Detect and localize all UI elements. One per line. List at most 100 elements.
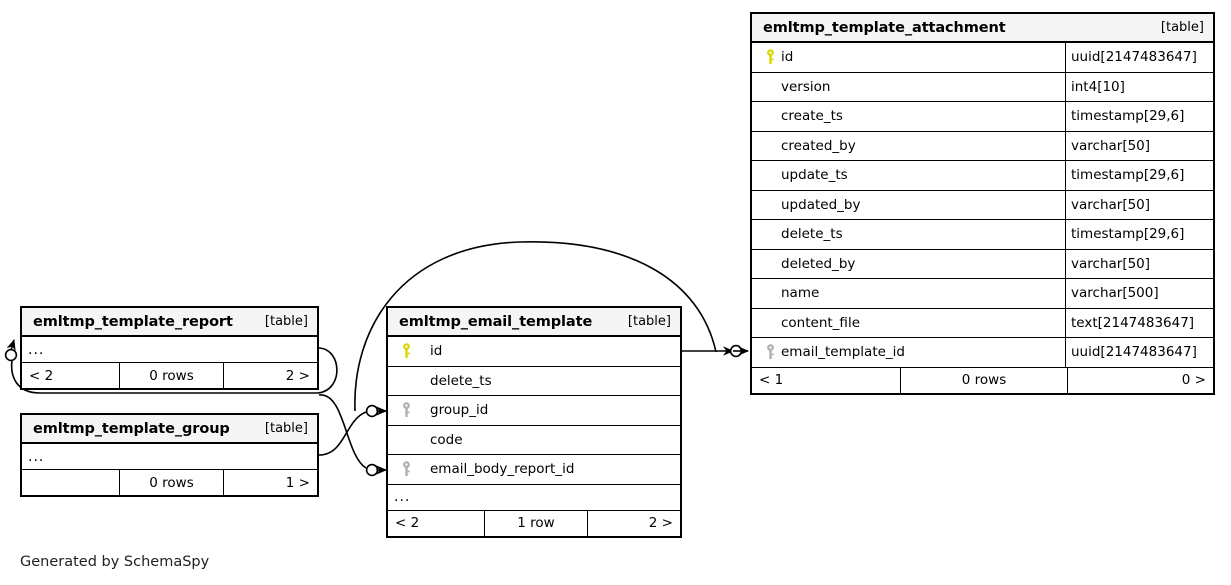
column-label: updated_by — [781, 196, 861, 213]
table-row[interactable]: delete_ts — [388, 366, 680, 396]
table-footer: < 2 1 row 2 > — [388, 510, 680, 536]
column-label: email_body_report_id — [430, 461, 575, 478]
table-emltmp-template-attachment[interactable]: emltmp_template_attachment [table] id uu… — [750, 12, 1215, 395]
column-name-cell: name — [752, 279, 1065, 308]
column-type: uuid[2147483647] — [1065, 43, 1213, 72]
foreign-key-icon — [395, 461, 417, 477]
more-columns-indicator: ... — [22, 337, 317, 363]
table-name: emltmp_template_group — [33, 420, 230, 437]
table-row[interactable]: update_ts timestamp[29,6] — [752, 161, 1213, 191]
column-label: name — [781, 285, 820, 302]
column-name-cell: email_body_report_id — [388, 455, 680, 484]
primary-key-icon — [395, 343, 417, 359]
column-type: varchar[50] — [1065, 131, 1213, 160]
column-name-cell: updated_by — [752, 191, 1065, 220]
table-title-bar: emltmp_template_group [table] — [22, 415, 317, 444]
table-emltmp-template-report[interactable]: emltmp_template_report [table] ... < 2 0… — [20, 306, 319, 390]
footer-prev-count[interactable]: < 1 — [759, 372, 784, 388]
column-label: created_by — [781, 137, 856, 154]
table-row[interactable]: id uuid[2147483647] — [752, 43, 1213, 73]
table-row[interactable]: version int4[10] — [752, 72, 1213, 102]
footer-prev-count[interactable]: < 2 — [395, 515, 420, 531]
column-label: code — [430, 431, 463, 448]
column-label: create_ts — [781, 108, 843, 125]
table-title-bar: emltmp_template_report [table] — [22, 308, 317, 337]
table-row[interactable]: name varchar[500] — [752, 279, 1213, 309]
table-row[interactable]: id — [388, 337, 680, 367]
table-emltmp-email-template[interactable]: emltmp_email_template [table] id delete_… — [386, 306, 682, 538]
column-name-cell: group_id — [388, 396, 680, 425]
table-row[interactable]: group_id — [388, 396, 680, 426]
table-columns: ... — [22, 337, 317, 363]
footer-row-count: 0 rows — [900, 367, 1068, 393]
table-kind-label: [table] — [627, 314, 671, 329]
column-name-cell: delete_ts — [752, 220, 1065, 249]
column-label: update_ts — [781, 167, 848, 184]
column-name-cell: code — [388, 426, 680, 455]
column-type: varchar[50] — [1065, 190, 1213, 219]
table-row[interactable]: create_ts timestamp[29,6] — [752, 102, 1213, 132]
footer-row-count: 0 rows — [119, 470, 224, 495]
table-row[interactable]: content_file text[2147483647] — [752, 308, 1213, 338]
column-name-cell: created_by — [752, 132, 1065, 161]
column-type: timestamp[29,6] — [1065, 161, 1213, 190]
column-name-cell: update_ts — [752, 161, 1065, 190]
table-name: emltmp_template_report — [33, 313, 233, 330]
table-footer: < 2 0 rows 2 > — [22, 363, 317, 388]
column-name-cell: deleted_by — [752, 250, 1065, 279]
footer-next-count[interactable]: 2 > — [648, 515, 673, 531]
table-row[interactable]: delete_ts timestamp[29,6] — [752, 220, 1213, 250]
footer-next-count[interactable]: 2 > — [285, 367, 310, 384]
footer-row-count: 1 row — [484, 510, 588, 536]
column-label: email_template_id — [781, 344, 905, 361]
table-emltmp-template-group[interactable]: emltmp_template_group [table] ... 0 rows… — [20, 413, 319, 497]
table-columns: id delete_ts group_id — [388, 337, 680, 511]
footer-row-count: 0 rows — [119, 363, 224, 388]
column-type: timestamp[29,6] — [1065, 102, 1213, 131]
column-name-cell: id — [388, 337, 680, 366]
column-type: text[2147483647] — [1065, 308, 1213, 337]
column-label: delete_ts — [781, 226, 843, 243]
table-row[interactable]: code — [388, 425, 680, 455]
table-kind-label: [table] — [264, 421, 308, 436]
column-type: varchar[500] — [1065, 279, 1213, 308]
column-name-cell: version — [752, 73, 1065, 102]
column-label: group_id — [430, 402, 489, 419]
table-footer: 0 rows 1 > — [22, 470, 317, 495]
table-name: emltmp_email_template — [399, 313, 593, 330]
column-type: varchar[50] — [1065, 249, 1213, 278]
table-columns: ... — [22, 444, 317, 470]
edge-email-template-to-attachment — [682, 344, 749, 358]
generated-by-label: Generated by SchemaSpy — [20, 554, 210, 570]
column-label: delete_ts — [430, 372, 492, 389]
table-title-bar: emltmp_template_attachment [table] — [752, 14, 1213, 43]
foreign-key-icon — [395, 402, 417, 418]
table-row[interactable]: created_by varchar[50] — [752, 131, 1213, 161]
footer-prev-count[interactable]: < 2 — [29, 367, 54, 384]
column-name-cell: delete_ts — [388, 367, 680, 396]
column-name-cell: email_template_id — [752, 338, 1065, 367]
column-type: int4[10] — [1065, 72, 1213, 101]
table-row[interactable]: deleted_by varchar[50] — [752, 249, 1213, 279]
column-type: timestamp[29,6] — [1065, 220, 1213, 249]
table-name: emltmp_template_attachment — [763, 19, 1006, 36]
foreign-key-icon — [759, 344, 781, 360]
column-name-cell: id — [752, 43, 1065, 72]
edge-template-group-to-email-template — [318, 404, 387, 456]
footer-next-count[interactable]: 1 > — [285, 474, 310, 491]
more-columns-indicator: ... — [388, 485, 680, 511]
column-label: content_file — [781, 314, 860, 331]
table-row[interactable]: email_template_id uuid[2147483647] — [752, 338, 1213, 368]
column-label: id — [430, 343, 443, 360]
footer-prev-count[interactable] — [22, 470, 119, 495]
table-row[interactable]: email_body_report_id — [388, 455, 680, 485]
table-columns: id uuid[2147483647] version int4[10] cre… — [752, 43, 1213, 368]
table-row[interactable]: updated_by varchar[50] — [752, 190, 1213, 220]
column-label: id — [781, 49, 794, 66]
table-kind-label: [table] — [264, 314, 308, 329]
primary-key-icon — [759, 49, 781, 65]
edge-template-report-to-email-template — [318, 394, 387, 477]
footer-next-count[interactable]: 0 > — [1181, 372, 1206, 388]
column-type: uuid[2147483647] — [1065, 338, 1213, 367]
